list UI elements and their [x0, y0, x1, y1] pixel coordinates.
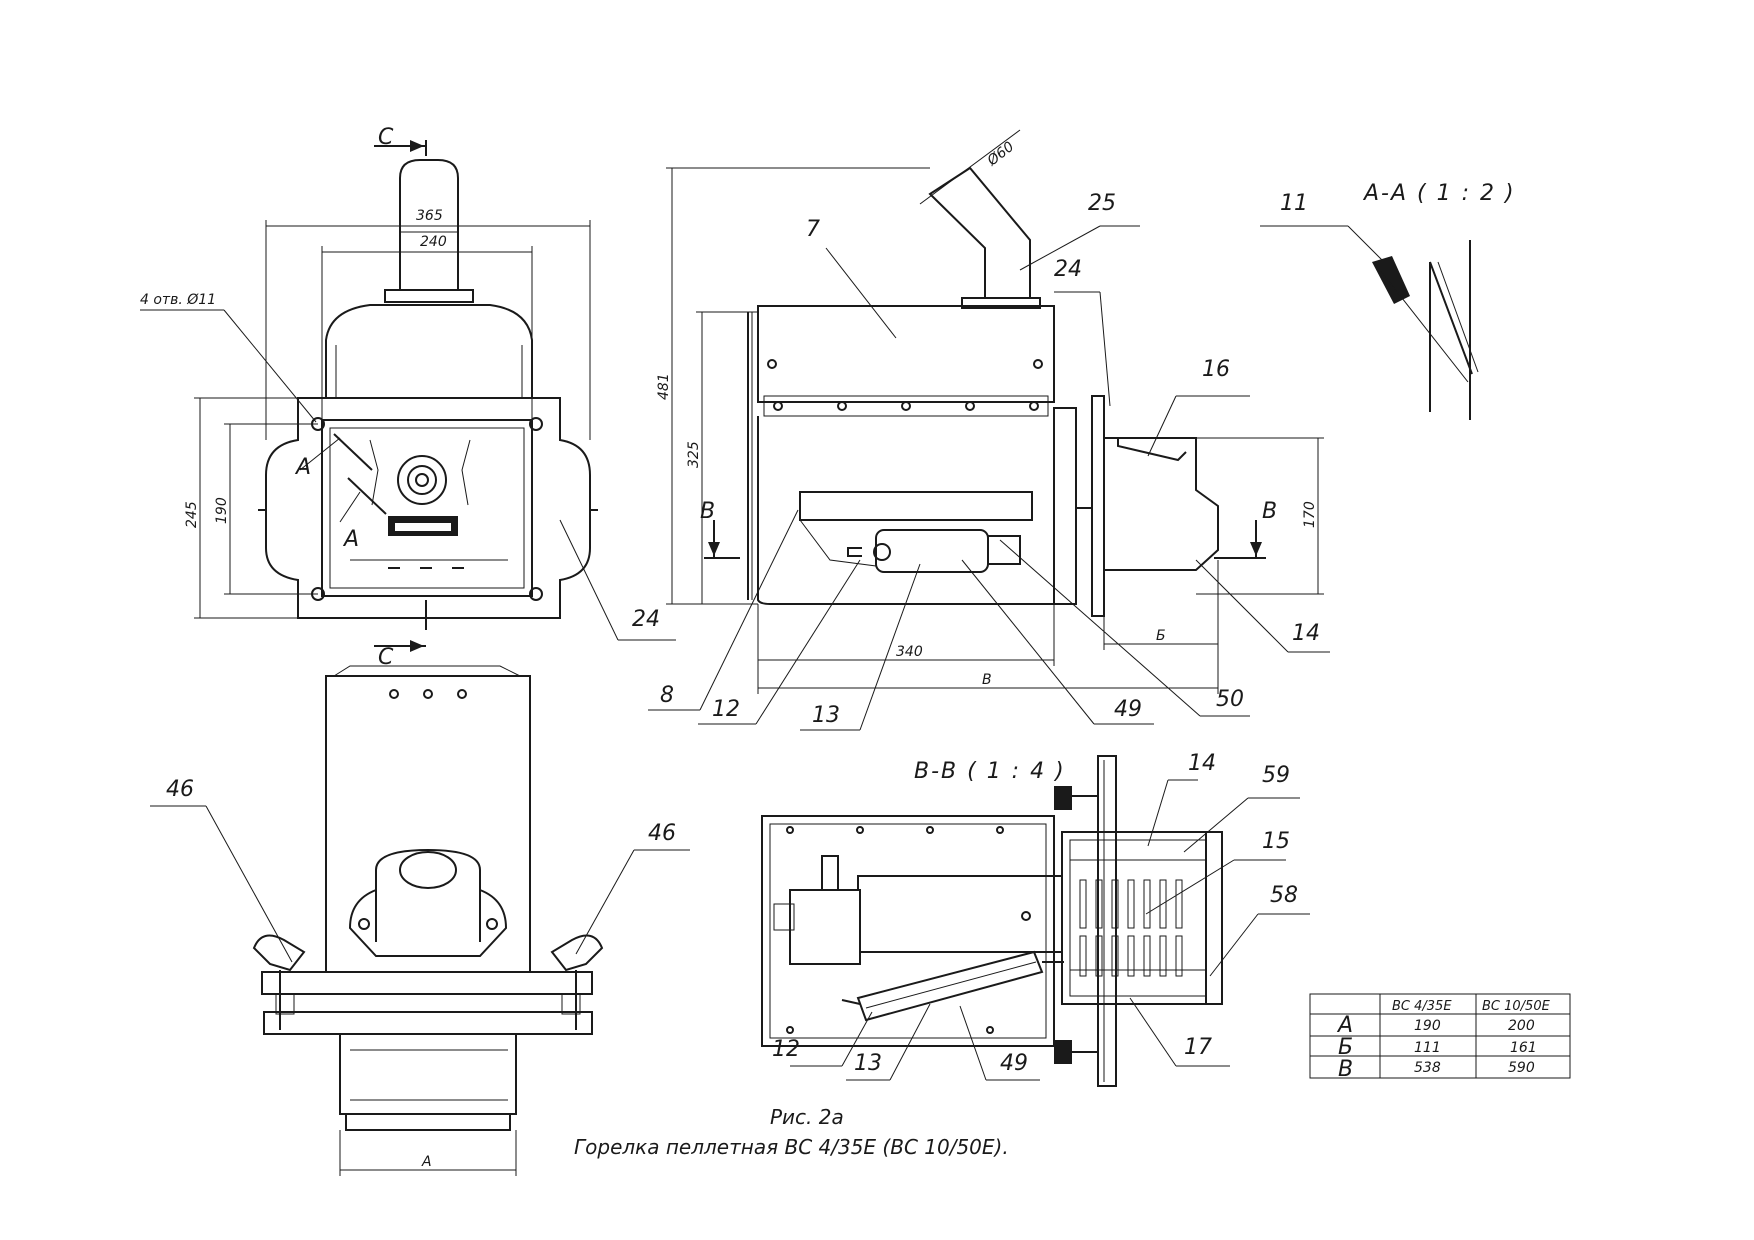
- dimension-be: Б: [1156, 628, 1166, 644]
- callout-14-side: 14: [1292, 621, 1320, 646]
- section-c-top-label: С: [378, 125, 395, 150]
- callout-50: 50: [1216, 687, 1244, 712]
- table-row-key: А: [1336, 1013, 1353, 1038]
- section-bb-view: [761, 755, 1310, 1087]
- callout-16: 16: [1202, 357, 1230, 382]
- callout-46-left: 46: [166, 777, 194, 802]
- section-b-right-label: В: [1262, 499, 1279, 524]
- dimension-170: 170: [1302, 501, 1318, 528]
- figure-label: Рис. 2а: [770, 1105, 844, 1129]
- callout-11: 11: [1280, 191, 1308, 216]
- section-c-bottom-label: С: [378, 645, 395, 670]
- side-view: [648, 129, 1330, 731]
- dimension-240: 240: [420, 234, 447, 250]
- callout-8: 8: [660, 683, 674, 708]
- callout-24-front: 24: [632, 607, 660, 632]
- dimension-190: 190: [214, 497, 230, 524]
- section-a-top-label: А: [294, 455, 313, 480]
- callout-14-section: 14: [1188, 751, 1216, 776]
- table-cell: 538: [1414, 1060, 1441, 1076]
- callout-46-right: 46: [648, 821, 676, 846]
- section-aa-title: А-А ( 1 : 2 ): [1362, 181, 1516, 206]
- table-row-key: В: [1338, 1057, 1353, 1082]
- labels: С С А А В В А-А ( 1 : 2 ) В-В ( 1 : 4 ) …: [140, 125, 1516, 1170]
- dimension-365: 365: [416, 208, 443, 224]
- section-aa-view: [1260, 225, 1479, 420]
- callout-25: 25: [1088, 191, 1116, 216]
- section-b-left-label: В: [700, 499, 717, 524]
- table-header-model-1: ВС 4/35Е: [1392, 999, 1452, 1014]
- callout-58: 58: [1270, 883, 1298, 908]
- table-cell: 111: [1414, 1040, 1441, 1056]
- callout-15: 15: [1262, 829, 1290, 854]
- section-bb-title: В-В ( 1 : 4 ): [914, 759, 1066, 784]
- dimension-245: 245: [184, 501, 200, 528]
- parameter-table: ВС 4/35Е ВС 10/50Е А 190 200 Б 111 161 В…: [1309, 993, 1571, 1082]
- dimension-phi60: Ø60: [984, 139, 1017, 170]
- callout-12-section: 12: [772, 1037, 800, 1062]
- dimension-holes: 4 отв. Ø11: [140, 292, 216, 308]
- callout-49-section: 49: [1000, 1051, 1028, 1076]
- table-row-key: Б: [1338, 1035, 1353, 1060]
- callout-13-section: 13: [854, 1051, 882, 1076]
- callout-13-side: 13: [812, 703, 840, 728]
- dimension-340: 340: [896, 644, 923, 660]
- table-cell: 590: [1508, 1060, 1535, 1076]
- callout-12-side: 12: [712, 697, 740, 722]
- callout-7: 7: [806, 217, 820, 242]
- table-cell: 161: [1510, 1040, 1537, 1056]
- grate-slots: [1070, 859, 1206, 977]
- front-view: [140, 140, 676, 652]
- callout-49-side: 49: [1114, 697, 1142, 722]
- dimension-a: А: [421, 1154, 432, 1170]
- callout-24-side: 24: [1054, 257, 1082, 282]
- dimension-b: В: [982, 672, 992, 688]
- section-a-bottom-label: А: [342, 527, 361, 552]
- table-cell: 200: [1508, 1018, 1535, 1034]
- table-header-model-2: ВС 10/50Е: [1482, 999, 1551, 1014]
- bottom-view: [150, 665, 690, 1176]
- figure-title: Горелка пеллетная ВС 4/35Е (ВС 10/50Е).: [574, 1135, 1009, 1159]
- dimension-481: 481: [656, 373, 672, 400]
- table-cell: 190: [1414, 1018, 1441, 1034]
- dimension-325: 325: [686, 441, 702, 468]
- callout-17: 17: [1184, 1035, 1212, 1060]
- callout-59: 59: [1262, 763, 1290, 788]
